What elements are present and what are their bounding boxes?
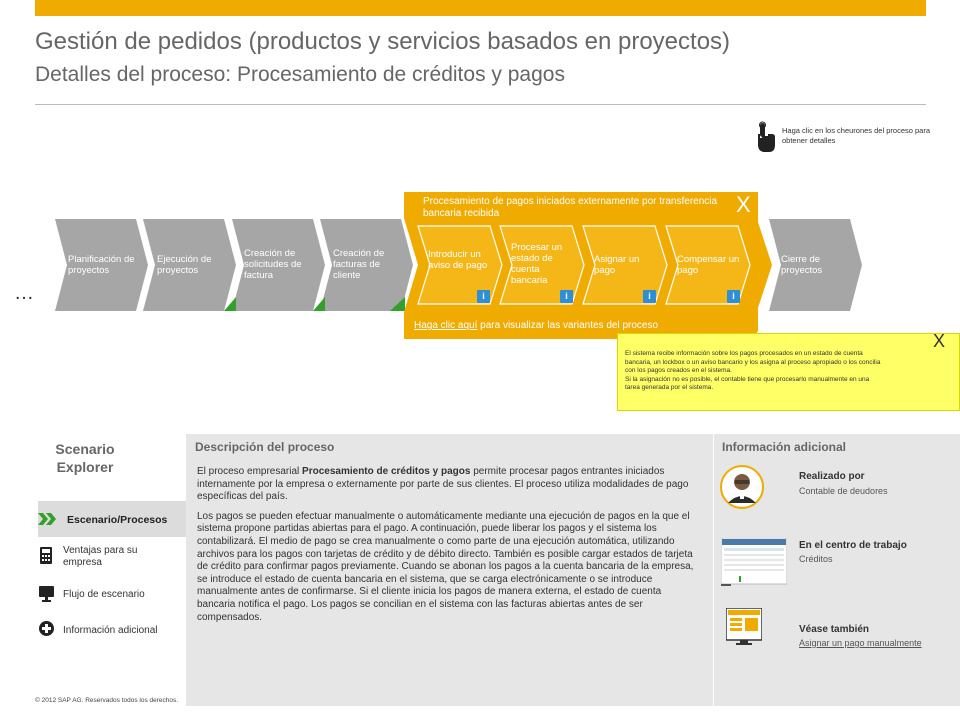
chevron-label-planificacion[interactable]: Planificación de proyectos [68,254,135,276]
variants-link-row: Haga clic aquí para visualizar las varia… [414,320,658,331]
performed-by-label: Realizado por [799,471,865,482]
double-chevron-icon [38,512,58,530]
expanded-panel-close-button[interactable]: X [736,192,751,217]
top-accent-bar [35,0,926,16]
step-chevron [582,225,668,305]
page-subtitle: Detalles del proceso: Procesamiento de c… [35,63,565,86]
chevron-label-ejecucion[interactable]: Ejecución de proyectos [157,254,212,276]
chevron-solicitudes [232,219,325,311]
nav-label-informacion[interactable]: Información adicional [63,625,158,636]
step-label-asignar-pago[interactable]: Asignar un pago [594,254,640,276]
hand-pointer-icon [752,121,778,153]
nav-item-escenario-procesos[interactable] [38,501,186,537]
scenario-explorer-title: Scenario Explorer [55,441,115,475]
green-marker [390,297,405,311]
title-divider [35,104,926,105]
tooltip-text: El sistema recibe información sobre los … [625,350,935,393]
document-icon [725,607,763,651]
text-span: El proceso empresarial [197,466,303,477]
hint-text: Haga clic en los cheurones del proceso p… [782,126,931,145]
chevron-cierre [769,219,862,311]
variants-link[interactable]: Haga clic aquí [414,320,478,331]
description-paragraph: El proceso empresarial Procesamiento de … [197,466,697,504]
chevron-ejecucion [143,219,236,311]
green-marker [313,297,325,311]
additional-info-header: Información adicional [722,440,847,454]
tooltip-close-button[interactable]: X [933,331,946,351]
description-body: El proceso empresarial Procesamiento de … [197,466,697,631]
tooltip-line: bancaria, un lockbox o un aviso bancario… [625,358,881,366]
chevron-facturas [320,219,413,311]
tooltip-line: con los pagos creados en el sistema. [625,367,732,375]
work-center-label: En el centro de trabajo [799,540,907,551]
description-paragraph: Los pagos se pueden efectuar manualmente… [197,510,694,623]
work-center-value: Créditos [799,554,833,564]
description-panel [186,434,713,706]
green-marker [224,297,236,311]
nav-label-escenario[interactable]: Escenario/Procesos [67,514,168,526]
step-label-estado-cuenta[interactable]: Procesar un estado de cuenta bancaria [511,242,563,286]
step-label-compensar-pago[interactable]: Compensar un pago [677,254,740,276]
step-chevron [499,225,585,305]
tooltip-line: Si la asignación no es posible, el conta… [625,375,870,383]
info-button[interactable]: i [477,290,490,303]
chevron-label-cierre[interactable]: Cierre de proyectos [781,254,823,276]
step-chevron [665,225,751,305]
work-center-screenshot-icon [720,537,788,591]
description-header: Descripción del proceso [195,440,335,454]
page-title: Gestión de pedidos (productos y servicio… [35,28,731,55]
process-flow [55,192,862,339]
variants-link-suffix: para visualizar las variantes del proces… [477,320,659,331]
see-also-link[interactable]: Asignar un pago manualmente [799,638,922,648]
info-tooltip [617,333,960,411]
nav-label-flujo[interactable]: Flujo de escenario [63,589,145,600]
step-label-aviso-pago[interactable]: Introducir un aviso de pago [428,249,488,271]
text-span: permite procesar pagos entrantes iniciad… [197,466,689,503]
calculator-icon [40,547,52,569]
chevron-label-facturas[interactable]: Creación de facturas de cliente [333,248,385,281]
info-button[interactable]: i [727,290,740,303]
tooltip-line: tarea generada por el sistema. [625,384,714,392]
performed-by-value: Contable de deudores [799,486,888,496]
tooltip-line: El sistema recibe información sobre los … [625,350,863,357]
person-avatar-icon [720,465,764,514]
see-also-link-row: Asignar un pago manualmente [799,638,922,648]
more-processes-ellipsis[interactable]: … [14,282,35,304]
expanded-panel-title: Procesamiento de pagos iniciados externa… [423,196,718,219]
plus-circle-icon [39,621,54,641]
nav-label-ventajas[interactable]: Ventajas para su empresa [63,545,138,568]
see-also-label: Véase también [799,624,870,635]
info-button[interactable]: i [560,290,573,303]
step-chevron [417,225,503,305]
copyright-footer: © 2012 SAP AG. Reservados todos los dere… [35,697,179,704]
chevron-label-solicitudes[interactable]: Creación de solicitudes de factura [244,248,302,281]
chevron-planificacion [55,219,148,311]
info-button[interactable]: i [643,290,656,303]
monitor-icon [39,586,54,607]
process-name: Procesamiento de créditos y pagos [302,466,471,477]
